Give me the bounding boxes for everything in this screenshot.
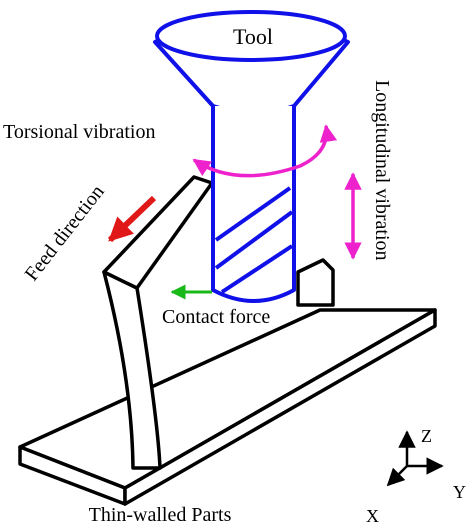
wall-right-segment xyxy=(296,258,335,307)
feed-direction-label: Feed direction xyxy=(21,181,109,285)
tool-flute-1 xyxy=(214,186,292,242)
tool-holder-rim xyxy=(155,10,347,62)
thin-walled-part xyxy=(18,175,437,506)
torsional-vibration-label: Torsional vibration xyxy=(3,121,155,143)
contact-force-label: Contact force xyxy=(162,306,270,328)
base-plate-side xyxy=(123,308,437,506)
base-plate-top xyxy=(18,308,437,490)
axis-y-label: Y xyxy=(453,482,466,502)
axis-z-label: Z xyxy=(421,426,432,446)
wall-front-face xyxy=(102,270,162,470)
coordinate-axes xyxy=(386,430,444,487)
tool-flute-2 xyxy=(214,210,294,270)
thin-walled-parts-label: Thin-walled Parts xyxy=(89,504,232,526)
axis-x-label: X xyxy=(366,506,379,526)
tool xyxy=(153,10,350,303)
torsional-vibration-arrow xyxy=(192,124,338,178)
axis-x-line xyxy=(386,465,408,487)
longitudinal-vibration-label: Longitudinal vibration xyxy=(371,80,393,261)
tool-label: Tool xyxy=(233,24,273,49)
feed-direction-arrow xyxy=(107,195,157,243)
tool-flute-3 xyxy=(220,244,294,294)
